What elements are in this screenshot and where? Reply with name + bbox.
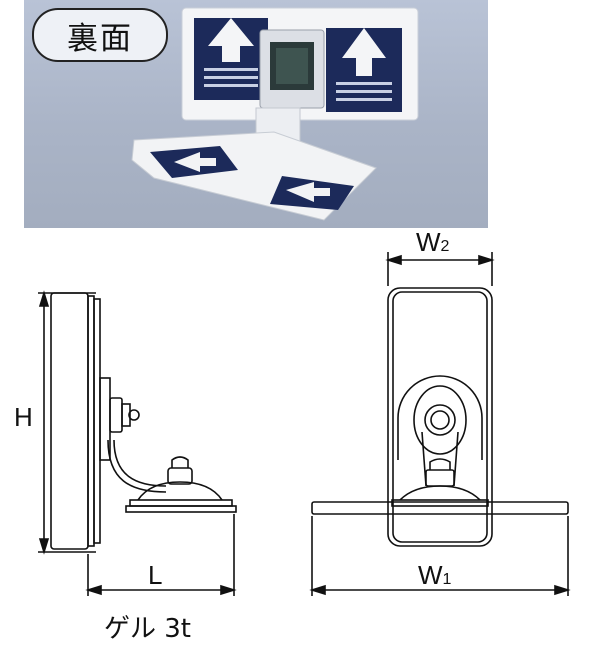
material-caption: ゲル 3t: [104, 614, 192, 644]
dimension-label-width-2: W2: [416, 227, 449, 258]
dimension-label-width-1: W1: [418, 560, 451, 591]
dimension-w1-sub: 1: [442, 571, 452, 588]
front-view: [309, 252, 571, 596]
technical-drawing: [38, 252, 571, 596]
dimension-label-length: L: [148, 560, 163, 590]
product-photo: 裏面: [24, 0, 488, 228]
dimension-w2-main: W: [416, 227, 441, 257]
dimension-w1-main: W: [418, 560, 443, 590]
side-view: [38, 290, 237, 596]
product-photo-illustration: [131, 7, 419, 221]
photo-label-back-side: 裏面: [32, 8, 168, 62]
dimension-label-height: H: [14, 402, 33, 432]
dimension-w2-sub: 2: [440, 238, 450, 255]
